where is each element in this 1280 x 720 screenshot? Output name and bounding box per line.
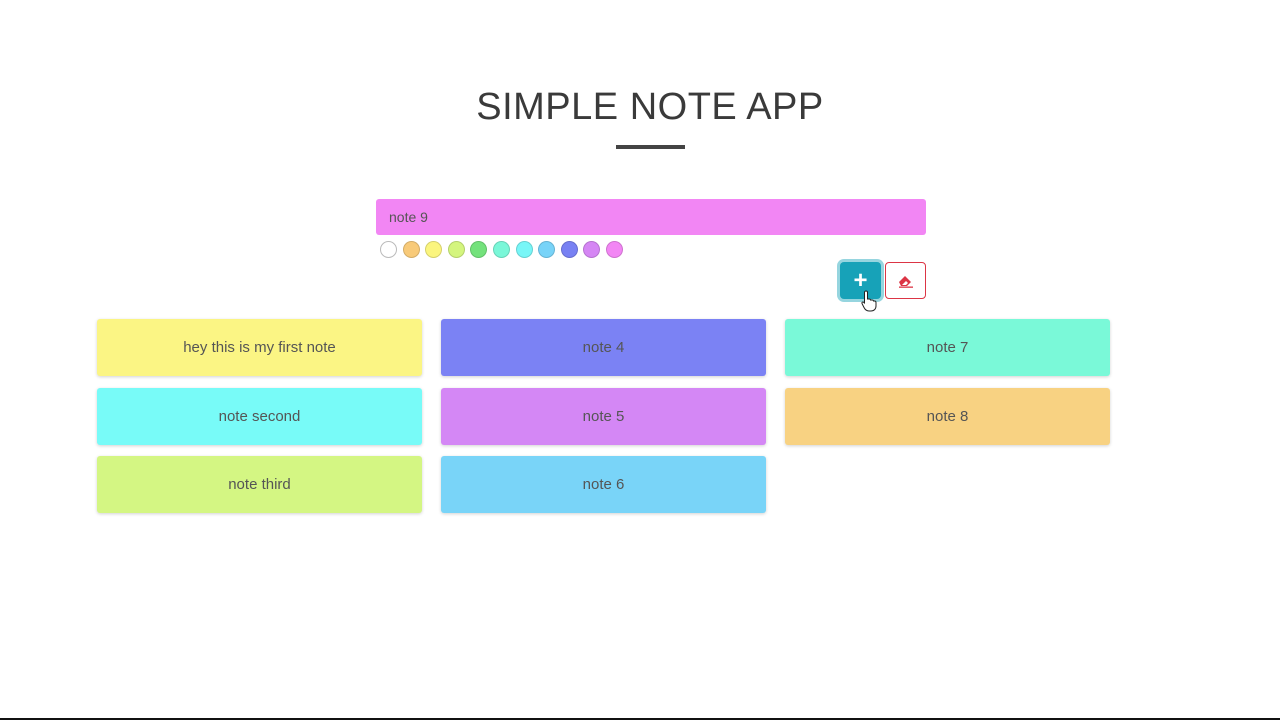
note-text: hey this is my first note bbox=[183, 339, 336, 356]
note-text: note second bbox=[218, 407, 301, 425]
color-swatch-pink[interactable] bbox=[605, 241, 623, 258]
note-text: note third bbox=[228, 476, 291, 493]
note-card[interactable]: note 7 bbox=[785, 319, 1110, 376]
hand-cursor-icon bbox=[861, 290, 877, 312]
eraser-icon bbox=[898, 275, 913, 288]
color-palette bbox=[380, 241, 623, 258]
color-swatch-teal[interactable] bbox=[492, 241, 510, 258]
note-text: note 6 bbox=[582, 476, 625, 493]
note-text: note 7 bbox=[926, 339, 969, 356]
title-underline bbox=[616, 145, 685, 149]
note-card[interactable]: hey this is my first note bbox=[97, 319, 422, 376]
clear-button[interactable] bbox=[885, 262, 926, 299]
note-text: note 5 bbox=[582, 407, 625, 425]
color-swatch-sky[interactable] bbox=[538, 241, 556, 258]
note-card[interactable]: note 4 bbox=[441, 319, 766, 376]
note-card[interactable]: note second bbox=[97, 387, 422, 445]
note-card[interactable]: note 6 bbox=[441, 456, 766, 513]
plus-icon: + bbox=[853, 266, 868, 294]
note-card[interactable]: note third bbox=[97, 456, 422, 513]
note-card[interactable]: note 5 bbox=[441, 387, 766, 445]
color-swatch-white[interactable] bbox=[380, 241, 397, 258]
color-swatch-green[interactable] bbox=[470, 241, 488, 258]
note-text: note 8 bbox=[926, 407, 969, 425]
note-text: note 4 bbox=[582, 339, 625, 356]
color-swatch-yellow[interactable] bbox=[425, 241, 443, 258]
color-swatch-cyan[interactable] bbox=[515, 241, 533, 258]
color-swatch-orange[interactable] bbox=[402, 241, 420, 258]
add-note-button[interactable]: + bbox=[840, 262, 881, 299]
note-input[interactable] bbox=[376, 199, 926, 235]
note-card[interactable]: note 8 bbox=[785, 387, 1110, 445]
color-swatch-indigo[interactable] bbox=[560, 241, 578, 258]
color-swatch-lime[interactable] bbox=[447, 241, 465, 258]
page-title: SIMPLE NOTE APP bbox=[476, 86, 824, 128]
color-swatch-purple[interactable] bbox=[583, 241, 601, 258]
